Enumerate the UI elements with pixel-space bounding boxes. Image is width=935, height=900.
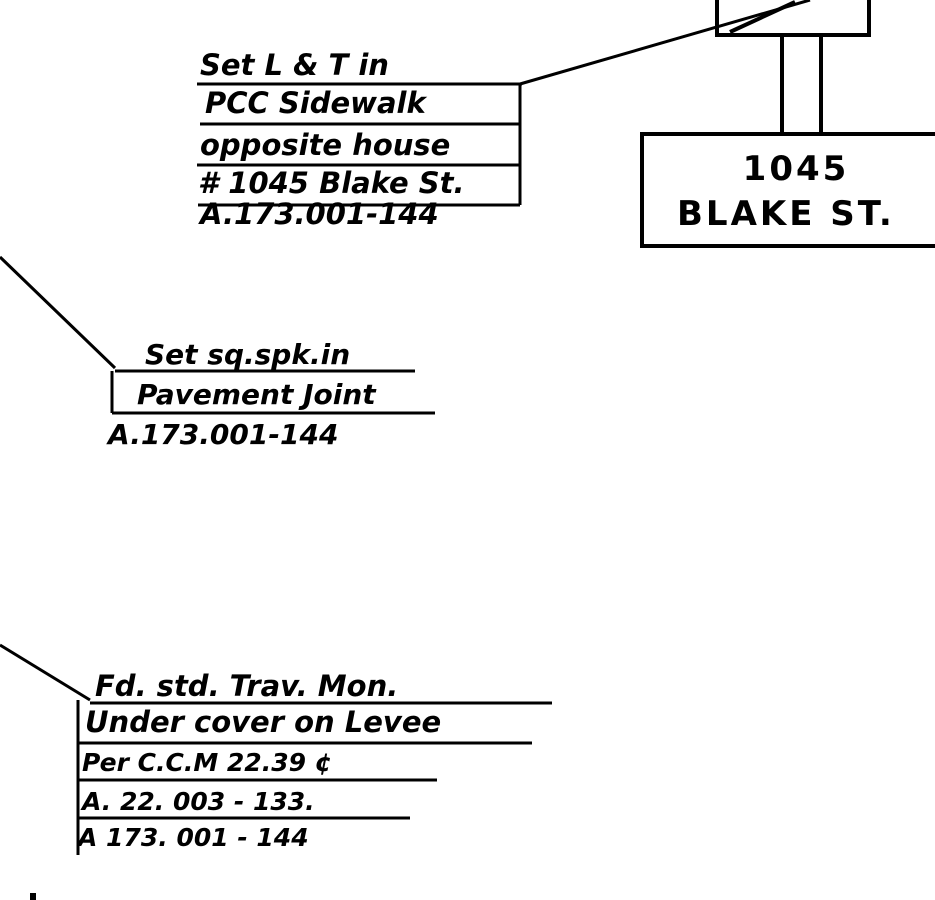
callout-levee-line-4: A. 22. 003 - 133. bbox=[80, 787, 315, 816]
address-street: BLAKE ST. bbox=[677, 194, 895, 234]
callout-pavement: Set sq.spk.in Pavement Joint A.173.001-1… bbox=[106, 338, 377, 451]
callout-levee-frame bbox=[0, 643, 552, 855]
ink-mark bbox=[30, 893, 36, 900]
address-box: 1045 BLAKE ST. bbox=[640, 132, 935, 248]
callout-sidewalk-line-1: Set L & T in bbox=[200, 48, 389, 82]
callout-levee-line-1: Fd. std. Trav. Mon. bbox=[95, 669, 398, 703]
callout-levee-line-5: A 173. 001 - 144 bbox=[76, 823, 309, 852]
callout-pavement-frame bbox=[0, 255, 435, 415]
callout-pavement-line-2: Pavement Joint bbox=[137, 378, 377, 411]
callout-levee: Fd. std. Trav. Mon. Under cover on Levee… bbox=[76, 669, 441, 852]
callout-levee-line-2: Under cover on Levee bbox=[85, 705, 441, 739]
leader-line-levee bbox=[0, 643, 91, 702]
leader-line-pavement bbox=[0, 255, 117, 370]
callout-sidewalk-frame bbox=[197, 0, 811, 207]
callout-levee-line-3: Per C.C.M 22.39 ¢ bbox=[82, 748, 332, 777]
address-post bbox=[715, 0, 871, 134]
callout-sidewalk-line-4: # 1045 Blake St. bbox=[198, 166, 464, 200]
address-number: 1045 bbox=[743, 149, 850, 189]
leader-line-sidewalk bbox=[519, 0, 811, 86]
callout-sidewalk-line-5: A.173.001-144 bbox=[198, 197, 439, 231]
callout-pavement-line-1: Set sq.spk.in bbox=[145, 338, 350, 371]
callout-pavement-line-3: A.173.001-144 bbox=[106, 418, 338, 451]
callout-sidewalk: Set L & T in PCC Sidewalk opposite house… bbox=[198, 48, 464, 231]
callout-sidewalk-line-3: opposite house bbox=[200, 128, 450, 162]
callout-sidewalk-line-2: PCC Sidewalk bbox=[205, 86, 427, 120]
